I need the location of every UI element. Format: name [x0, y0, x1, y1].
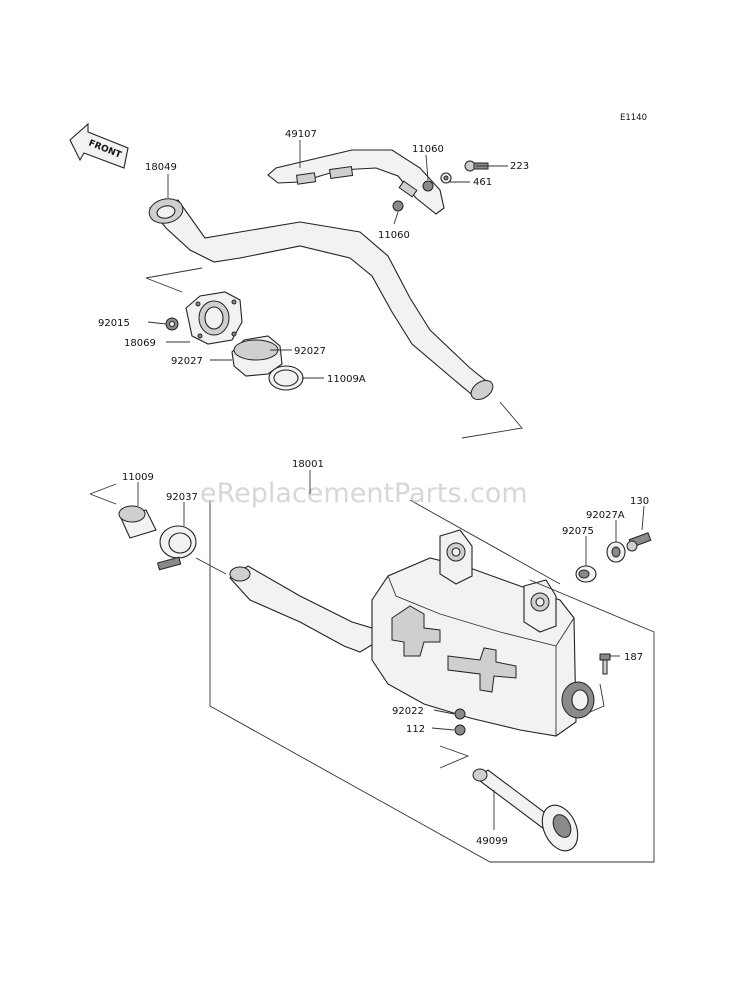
part-label-187[interactable]: 187 — [624, 652, 643, 663]
nut-11060-lower-part — [392, 200, 404, 212]
part-label-11009[interactable]: 11009 — [122, 472, 154, 483]
part-label-92027-right[interactable]: 92027 — [294, 346, 326, 357]
part-label-92075[interactable]: 92075 — [562, 526, 594, 537]
part-label-92027A[interactable]: 92027A — [586, 510, 625, 521]
bolt-187-part — [599, 653, 611, 675]
part-label-92022[interactable]: 92022 — [392, 706, 424, 717]
clamp-92037-part — [156, 525, 197, 571]
leader-lines — [137, 140, 645, 830]
bolt-112-part — [454, 724, 466, 736]
collar-92075-part — [575, 565, 597, 583]
silencer-part — [229, 529, 595, 737]
diagram-code: E1140 — [620, 113, 647, 123]
part-label-92027-left[interactable]: 92027 — [171, 356, 203, 367]
part-label-18001[interactable]: 18001 — [292, 459, 324, 470]
collar-92027A-part — [606, 541, 626, 563]
upper-assembly-outline — [145, 267, 523, 439]
collar-92027-part — [231, 335, 283, 377]
spark-arrester-part — [472, 768, 579, 852]
part-label-11060-upper[interactable]: 11060 — [412, 144, 444, 155]
part-label-92037[interactable]: 92037 — [166, 492, 198, 503]
part-label-11009A[interactable]: 11009A — [327, 374, 366, 385]
part-label-92015[interactable]: 92015 — [98, 318, 130, 329]
gasket-11009-part — [118, 505, 157, 539]
washer-461-part — [440, 172, 452, 184]
part-label-49099[interactable]: 49099 — [476, 836, 508, 847]
bolt-130-part — [626, 532, 652, 552]
gasket-11009A-part — [268, 365, 304, 391]
watermark-text: eReplacementParts.com — [200, 478, 528, 509]
pipe-flange-part — [185, 291, 243, 345]
part-label-11060-lower[interactable]: 11060 — [378, 230, 410, 241]
washer-92022-part — [454, 708, 466, 720]
part-label-49107[interactable]: 49107 — [285, 129, 317, 140]
lower-assembly-outline — [89, 483, 655, 863]
part-label-130[interactable]: 130 — [630, 496, 649, 507]
part-label-18069[interactable]: 18069 — [124, 338, 156, 349]
nut-11060-upper-part — [422, 180, 434, 192]
front-arrow-icon: FRONT — [69, 122, 129, 169]
heat-guard-part — [267, 149, 445, 215]
part-label-112[interactable]: 112 — [406, 724, 425, 735]
nut-92015-part — [165, 317, 179, 331]
part-label-223[interactable]: 223 — [510, 161, 529, 172]
part-label-461[interactable]: 461 — [473, 177, 492, 188]
exhaust-pipe-part — [148, 198, 494, 401]
part-label-18049[interactable]: 18049 — [145, 162, 177, 173]
